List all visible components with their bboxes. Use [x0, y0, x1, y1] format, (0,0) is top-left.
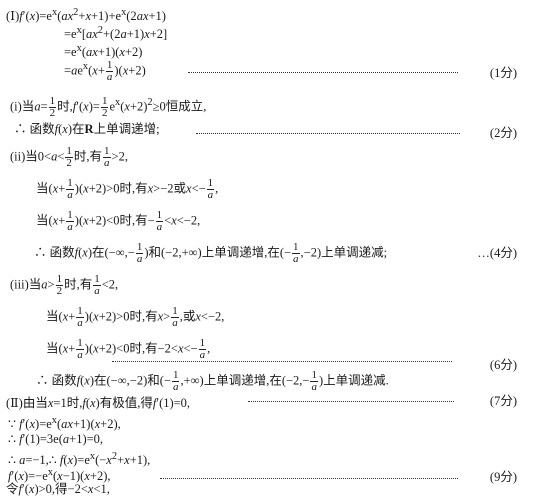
part2-line3: ∴ f′(1)=3e(a+1)=0,	[8, 432, 104, 446]
leader-dots	[196, 133, 460, 134]
part2-line2: ∵ f′(x)=ex(ax+1)(x+2),	[8, 415, 121, 432]
score-4: …(4分)	[477, 246, 517, 260]
part1-line3: =ex(ax+1)(x+2)	[64, 43, 143, 60]
score-1: (1分)	[489, 66, 517, 80]
part2-line5: f′(x)=−ex(x−1)(x+2),	[8, 467, 111, 484]
part1-line1: (Ⅰ)f′(x)=ex(ax2+x+1)+ex(2ax+1)	[6, 7, 166, 24]
score-9: (9分)	[489, 470, 517, 484]
part2-line1: (Ⅱ)由当x=1时,f(x)有极值,得f′(1)=0,	[6, 396, 191, 410]
score-2: (2分)	[489, 126, 517, 140]
score-6: (6分)	[489, 358, 517, 372]
leader-dots	[248, 401, 454, 402]
leader-dots	[188, 72, 458, 73]
leader-dots	[160, 478, 458, 479]
score-7: (7分)	[489, 394, 517, 408]
part1-line2: =ex[ax2+(2a+1)x+2]	[64, 25, 168, 42]
case-i-conclusion: ∴ 函数f(x)在R上单调递增;	[14, 122, 160, 136]
leader-dots	[112, 361, 452, 362]
part2-line4: ∴ a=−1,∴ f(x)=ex(−x2+x+1),	[8, 451, 151, 468]
part2-line6: 令f′(x)>0,得−2<x<1,	[6, 482, 110, 496]
